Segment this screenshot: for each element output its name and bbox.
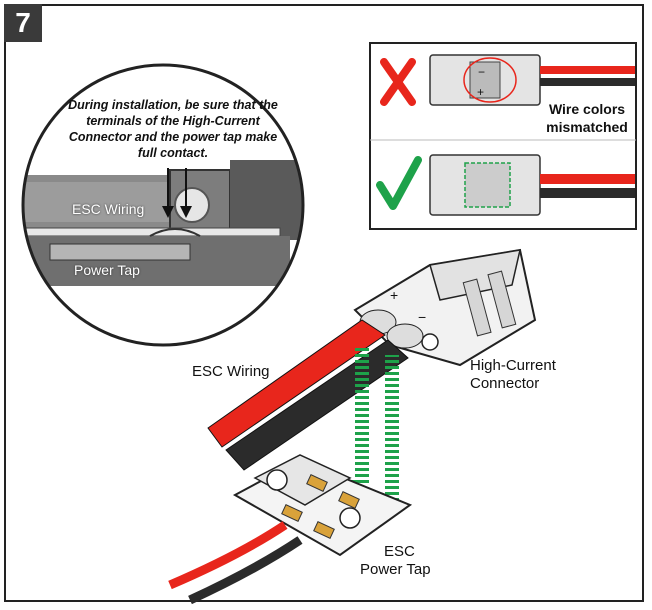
esc-label: ESC: [384, 543, 415, 560]
svg-text:−: −: [478, 65, 485, 79]
high-current-label: High-Current: [470, 357, 556, 374]
svg-text:+: +: [477, 85, 484, 99]
figure-frame: [4, 4, 644, 602]
red-wire: [207, 319, 386, 448]
wrong-connector-diagram: − +: [429, 54, 635, 106]
correct-connector-diagram: [429, 154, 635, 216]
svg-text:+: +: [390, 287, 398, 303]
red-x-icon: [380, 58, 416, 106]
inset-power-tap-label: Power Tap: [74, 262, 140, 278]
power-tap-label: Power Tap: [360, 561, 431, 578]
high-current-connector: + −: [353, 248, 537, 367]
tap-black-wire: [188, 536, 303, 605]
installation-note: During installation, be sure that the te…: [68, 98, 278, 160]
svg-text:−: −: [418, 309, 426, 325]
inset-esc-wiring-label: ESC Wiring: [72, 201, 145, 217]
step-number-badge: 7: [4, 4, 42, 42]
wire-colors-mismatched-label: Wire colors mismatched: [546, 101, 628, 135]
tap-red-wire: [168, 521, 288, 590]
esc-power-tap: [232, 454, 413, 557]
green-check-icon: [376, 156, 422, 210]
esc-wiring-label: ESC Wiring: [192, 363, 270, 380]
connector-label: Connector: [470, 375, 540, 392]
magnified-inset: [23, 65, 303, 345]
